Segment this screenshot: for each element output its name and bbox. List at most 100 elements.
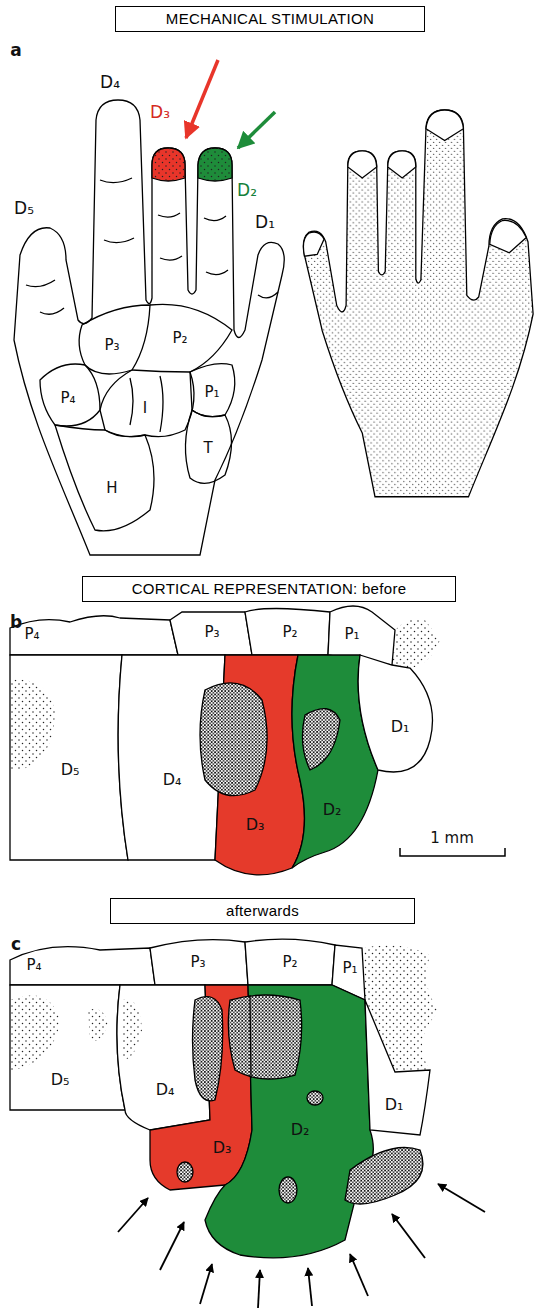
region-label: D₅ [51, 1072, 70, 1088]
region-label: T [203, 441, 212, 456]
palm-hand-part [130, 376, 163, 432]
palm-hand-part [198, 148, 232, 181]
region-label: D₅ [14, 200, 34, 217]
cortical-map-before-part [10, 616, 178, 655]
expansion-arrow-part [308, 1268, 312, 1306]
palm-hand-part [190, 364, 235, 417]
palm-hand-part [152, 148, 185, 181]
expansion-arrow-part [438, 1184, 485, 1212]
region-label: H [106, 481, 117, 496]
cortical-map-before-part [10, 679, 55, 770]
dorsal-hand [303, 110, 533, 497]
panel-letter: a [10, 42, 21, 59]
cortical-map-after-part [345, 1148, 423, 1205]
cortical-map-after-part [193, 997, 223, 1101]
cortical-map-after-part [150, 940, 248, 985]
region-label: P₁ [342, 961, 357, 976]
cortical-map-after-part [10, 985, 125, 1110]
scale-label: 1 mm [430, 831, 474, 846]
palm-hand-part [26, 280, 64, 314]
expansion-arrow [118, 1184, 485, 1308]
region-label: P₃ [190, 955, 205, 970]
cortical-map-after-part [205, 985, 373, 1258]
cortical-map-after-part [228, 995, 301, 1079]
region-label: D₅ [61, 762, 80, 778]
region-label: P₄ [24, 627, 39, 642]
palm-hand-part [100, 178, 134, 243]
cortical-map-after-part [122, 999, 142, 1060]
palm-hand-part [100, 370, 194, 437]
region-label: I [143, 401, 147, 416]
region-label: D₂ [237, 182, 257, 199]
region-label: D₃ [150, 104, 170, 121]
region-label: P₂ [282, 955, 297, 970]
stimulus-arrow-part [238, 112, 275, 148]
palm-hand-part [132, 304, 232, 372]
heading-text: afterwards [226, 902, 299, 919]
region-label: D₁ [391, 719, 410, 735]
cortical-map-before-part [10, 655, 128, 860]
region-label: P₃ [204, 625, 219, 640]
cortical-map-before-part [245, 609, 330, 656]
expansion-arrow-part [200, 1264, 212, 1304]
palm-hand-part [152, 148, 185, 181]
dorsal-hand-part [348, 151, 377, 178]
panel-letter: c [11, 936, 21, 953]
region-label: P₃ [104, 338, 119, 353]
cortical-map-after-part [10, 947, 155, 985]
heading-text: CORTICAL REPRESENTATION: before [132, 580, 407, 597]
region-label: P₁ [204, 385, 219, 400]
cortical-map-before-part [400, 848, 505, 856]
region-label: D₄ [163, 772, 182, 788]
heading-box: afterwards [110, 898, 415, 924]
palm-hand-part [158, 213, 182, 260]
region-label: D₃ [213, 1140, 232, 1156]
heading-text: MECHANICAL STIMULATION [166, 10, 374, 27]
stimulus-arrow [186, 60, 275, 148]
expansion-arrow-part [392, 1214, 425, 1258]
expansion-arrow-part [350, 1254, 368, 1296]
cortical-map-before-part [392, 619, 440, 668]
panel-letter: b [10, 614, 22, 631]
dorsal-hand-part [303, 232, 324, 256]
cortical-map-before-part [358, 655, 432, 772]
dorsal-hand-part [490, 220, 527, 252]
palm-hand-part [55, 425, 154, 531]
palm-hand [14, 100, 284, 555]
cortical-map-after-part [307, 1091, 323, 1105]
cortical-map-before-part [302, 709, 340, 770]
cortical-map-after-part [88, 1009, 108, 1041]
palm-hand-part [14, 100, 284, 555]
region-label: D₂ [291, 1122, 310, 1138]
region-label: D₄ [100, 74, 120, 91]
cortical-map-after-part [245, 939, 335, 985]
palm-hand-part [79, 305, 150, 374]
cortical-map-before [10, 606, 505, 875]
region-label: D₁ [385, 1097, 404, 1113]
region-label: D₂ [323, 802, 342, 818]
region-label: P₄ [60, 391, 75, 406]
palm-hand-part [198, 148, 232, 181]
palm-hand-part [185, 410, 231, 483]
cortical-map-after-part [279, 1177, 297, 1203]
cortical-map-after-part [250, 995, 251, 1078]
cortical-map-after-part [177, 1162, 193, 1182]
dorsal-hand-part [388, 151, 416, 178]
cortical-map-after [10, 939, 440, 1258]
palm-hand-part [204, 216, 228, 275]
region-label: D₃ [246, 817, 265, 833]
region-label: P₂ [172, 331, 187, 346]
heading-box: CORTICAL REPRESENTATION: before [82, 576, 456, 602]
region-label: P₂ [282, 625, 297, 640]
cortical-map-before-part [170, 612, 252, 655]
dorsal-hand-part [303, 110, 533, 497]
cortical-map-before-part [200, 683, 267, 796]
palm-hand-part [40, 364, 100, 426]
region-label: D₄ [156, 1082, 175, 1098]
expansion-arrow-part [160, 1222, 184, 1270]
dorsal-hand-part [426, 110, 463, 141]
